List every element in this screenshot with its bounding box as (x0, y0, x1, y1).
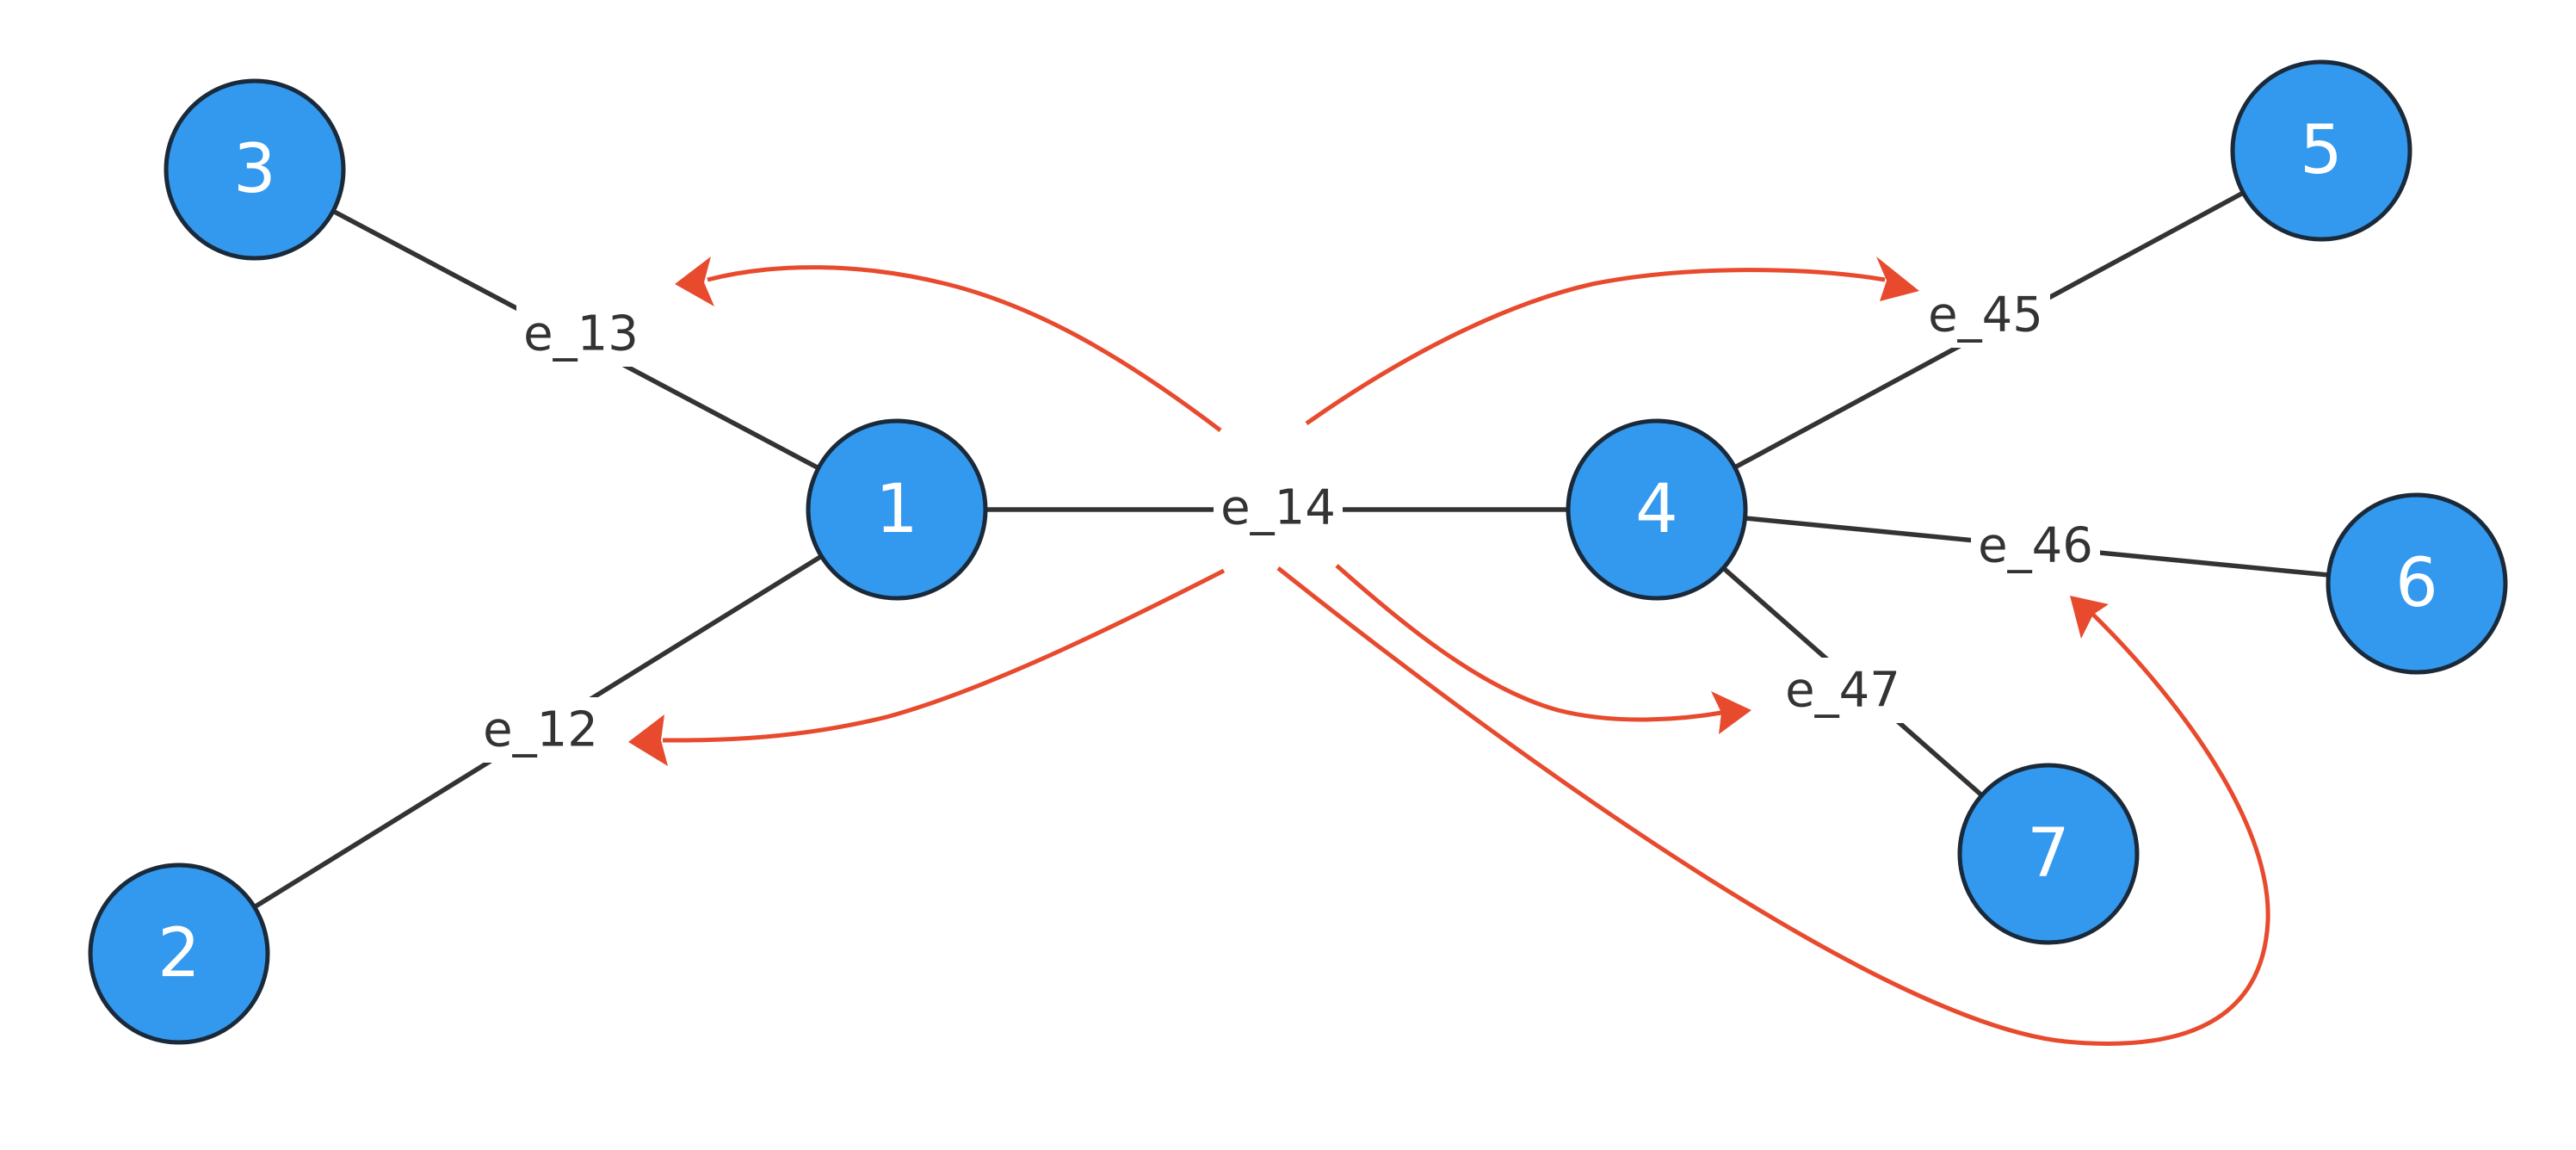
edge-label-bg-e13 (516, 301, 646, 367)
arrow-e14-to-e13 (707, 265, 1222, 432)
node-label-2: 2 (158, 915, 201, 992)
node-circle-1[interactable] (806, 418, 988, 601)
edge-labels: e_13 e_12 e_14 e_45 e_46 e_47 (476, 282, 2100, 763)
arrow-head-e47 (1711, 691, 1751, 734)
node-label-3: 3 (233, 131, 276, 208)
node-circle-5[interactable] (2230, 59, 2412, 242)
node-1[interactable]: 1 (806, 418, 988, 601)
node-6[interactable]: 6 (2326, 492, 2508, 675)
node-label-1: 1 (875, 471, 918, 548)
node-7[interactable]: 7 (1957, 763, 2140, 945)
arrow-head-e46 (2070, 596, 2109, 639)
arrow-head-e45 (1876, 257, 1919, 301)
edge-label-e47: e_47 (1785, 663, 1900, 719)
edge-label-bg-e47 (1778, 658, 1907, 723)
nodes: 1 2 3 4 5 6 7 (88, 59, 2508, 1045)
edge-label-bg-e46 (1971, 513, 2100, 578)
node-label-6: 6 (2395, 545, 2438, 622)
node-circle-6[interactable] (2326, 492, 2508, 675)
node-4[interactable]: 4 (1566, 418, 1748, 601)
arrow-head-e12 (628, 714, 668, 766)
edge-label-e13: e_13 (523, 306, 639, 362)
arrow-e14-to-e45 (1305, 268, 1886, 426)
node-label-5: 5 (2300, 112, 2343, 189)
arrows (628, 257, 2270, 1046)
edge-label-e12: e_12 (483, 702, 598, 758)
edge-label-bg-e14 (1214, 475, 1343, 541)
node-label-4: 4 (1635, 471, 1678, 548)
node-circle-3[interactable] (164, 78, 346, 261)
edge-label-bg-e12 (476, 697, 605, 763)
arrow-e14-to-e12 (662, 568, 1226, 743)
node-label-7: 7 (2027, 815, 2070, 893)
node-2[interactable]: 2 (88, 862, 270, 1045)
node-5[interactable]: 5 (2230, 59, 2412, 242)
arrow-e14-to-e47 (1335, 564, 1722, 722)
node-circle-2[interactable] (88, 862, 270, 1045)
arrow-e14-to-e46 (1276, 566, 2270, 1046)
edge-label-e45: e_45 (1928, 288, 2043, 343)
node-circle-4[interactable] (1566, 418, 1748, 601)
edge-label-bg-e45 (1921, 282, 2050, 348)
edge-label-e46: e_46 (1978, 518, 2093, 574)
edge-label-e14: e_14 (1220, 480, 1336, 536)
arrow-head-e13 (675, 257, 714, 306)
node-3[interactable]: 3 (164, 78, 346, 261)
node-circle-7[interactable] (1957, 763, 2140, 945)
